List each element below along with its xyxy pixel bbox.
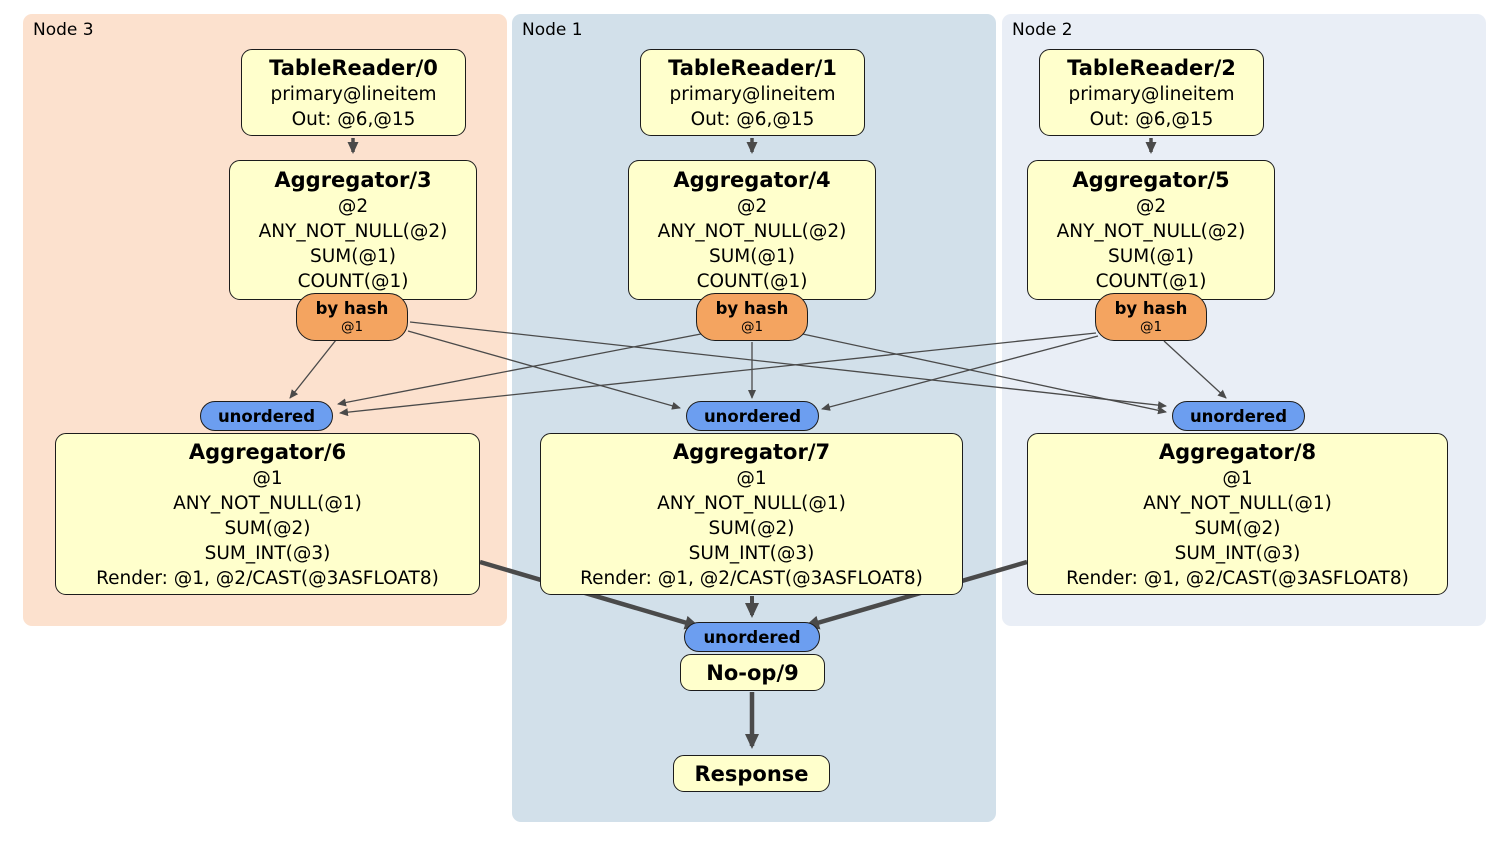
node-title: TableReader/1 [668,55,837,80]
stream-unordered-9: unordered [684,622,820,652]
node-aggregator-7: Aggregator/7 @1 ANY_NOT_NULL(@1) SUM(@2)… [540,433,963,595]
stream-unordered-6: unordered [200,401,333,431]
node-title: Aggregator/7 [672,439,831,464]
node-detail: SUM_INT(@3) [688,542,815,564]
router-by-hash-3: by hash @1 [296,293,408,341]
node-detail: @1 [736,467,767,489]
node-detail: Out: @6,@15 [291,108,416,130]
node-response: Response [673,755,830,792]
node-aggregator-5: Aggregator/5 @2 ANY_NOT_NULL(@2) SUM(@1)… [1027,160,1275,300]
node-detail: @2 [337,196,369,217]
node-detail: ANY_NOT_NULL(@2) [1056,221,1246,242]
node-aggregator-8: Aggregator/8 @1 ANY_NOT_NULL(@1) SUM(@2)… [1027,433,1448,595]
router-by-hash-4: by hash @1 [696,293,808,341]
node-detail: primary@lineitem [1068,83,1235,105]
node-detail: ANY_NOT_NULL(@1) [173,492,362,514]
stream-unordered-7: unordered [686,401,819,431]
node-detail: ANY_NOT_NULL(@1) [657,492,846,514]
edge-hash4-unordered8 [797,332,1167,415]
node-detail: Render: @1, @2/CAST(@3ASFLOAT8) [1066,567,1409,589]
node-detail: @1 [1222,467,1253,489]
node-detail: Out: @6,@15 [1089,108,1214,130]
region-label-node-1: Node 1 [522,20,583,40]
node-detail: SUM_INT(@3) [1174,542,1301,564]
node-title: Aggregator/8 [1158,439,1317,464]
node-title: Aggregator/4 [673,168,831,192]
node-detail: Render: @1, @2/CAST(@3ASFLOAT8) [96,567,439,589]
router-label: by hash [715,299,789,318]
node-aggregator-3: Aggregator/3 @2 ANY_NOT_NULL(@2) SUM(@1)… [229,160,477,300]
router-label: by hash [1114,299,1188,318]
node-detail: SUM(@1) [1108,246,1194,267]
node-tablereader-0: TableReader/0 primary@lineitem Out: @6,@… [241,49,466,136]
router-by-hash-5: by hash @1 [1095,293,1207,341]
router-columns: @1 [1139,319,1163,335]
node-aggregator-4: Aggregator/4 @2 ANY_NOT_NULL(@2) SUM(@1)… [628,160,876,300]
node-detail: SUM_INT(@3) [204,542,331,564]
node-title: Response [694,761,809,786]
edge-hash4-unordered6 [337,332,707,407]
node-detail: Out: @6,@15 [690,108,815,130]
node-title: TableReader/2 [1067,55,1236,80]
edge-hash3-unordered8 [409,321,1167,410]
node-title: Aggregator/6 [188,439,347,464]
router-label: by hash [315,299,389,318]
edge-hash3-unordered7 [407,330,681,410]
node-detail: Render: @1, @2/CAST(@3ASFLOAT8) [580,567,923,589]
node-detail: @2 [736,196,768,217]
router-columns: @1 [340,319,364,335]
node-detail: ANY_NOT_NULL(@1) [1143,492,1332,514]
node-title: TableReader/0 [269,55,438,80]
edge-hash3-unordered6 [289,339,337,399]
region-label-node-2: Node 2 [1012,20,1073,40]
node-detail: COUNT(@1) [1095,271,1207,292]
region-label-node-3: Node 3 [33,20,94,40]
node-detail: primary@lineitem [270,83,437,105]
node-detail: ANY_NOT_NULL(@2) [258,221,448,242]
node-title: No-op/9 [706,660,799,685]
stream-unordered-8: unordered [1172,401,1305,431]
node-detail: SUM(@1) [310,246,396,267]
node-title: Aggregator/5 [1072,168,1230,192]
node-detail: SUM(@2) [224,517,311,539]
node-detail: @1 [252,467,283,489]
node-tablereader-1: TableReader/1 primary@lineitem Out: @6,@… [640,49,865,136]
node-detail: primary@lineitem [669,83,836,105]
node-detail: SUM(@2) [1194,517,1281,539]
node-detail: COUNT(@1) [696,271,808,292]
node-title: Aggregator/3 [274,168,432,192]
node-detail: SUM(@1) [709,246,795,267]
node-detail: COUNT(@1) [297,271,409,292]
edge-hash5-unordered6 [339,332,1097,417]
edge-hash5-unordered7 [821,335,1099,411]
node-aggregator-6: Aggregator/6 @1 ANY_NOT_NULL(@1) SUM(@2)… [55,433,480,595]
node-tablereader-2: TableReader/2 primary@lineitem Out: @6,@… [1039,49,1264,136]
node-detail: ANY_NOT_NULL(@2) [657,221,847,242]
node-noop-9: No-op/9 [680,654,825,691]
router-columns: @1 [740,319,764,335]
node-detail: @2 [1135,196,1167,217]
node-detail: SUM(@2) [708,517,795,539]
edge-hash5-unordered8 [1163,340,1227,399]
